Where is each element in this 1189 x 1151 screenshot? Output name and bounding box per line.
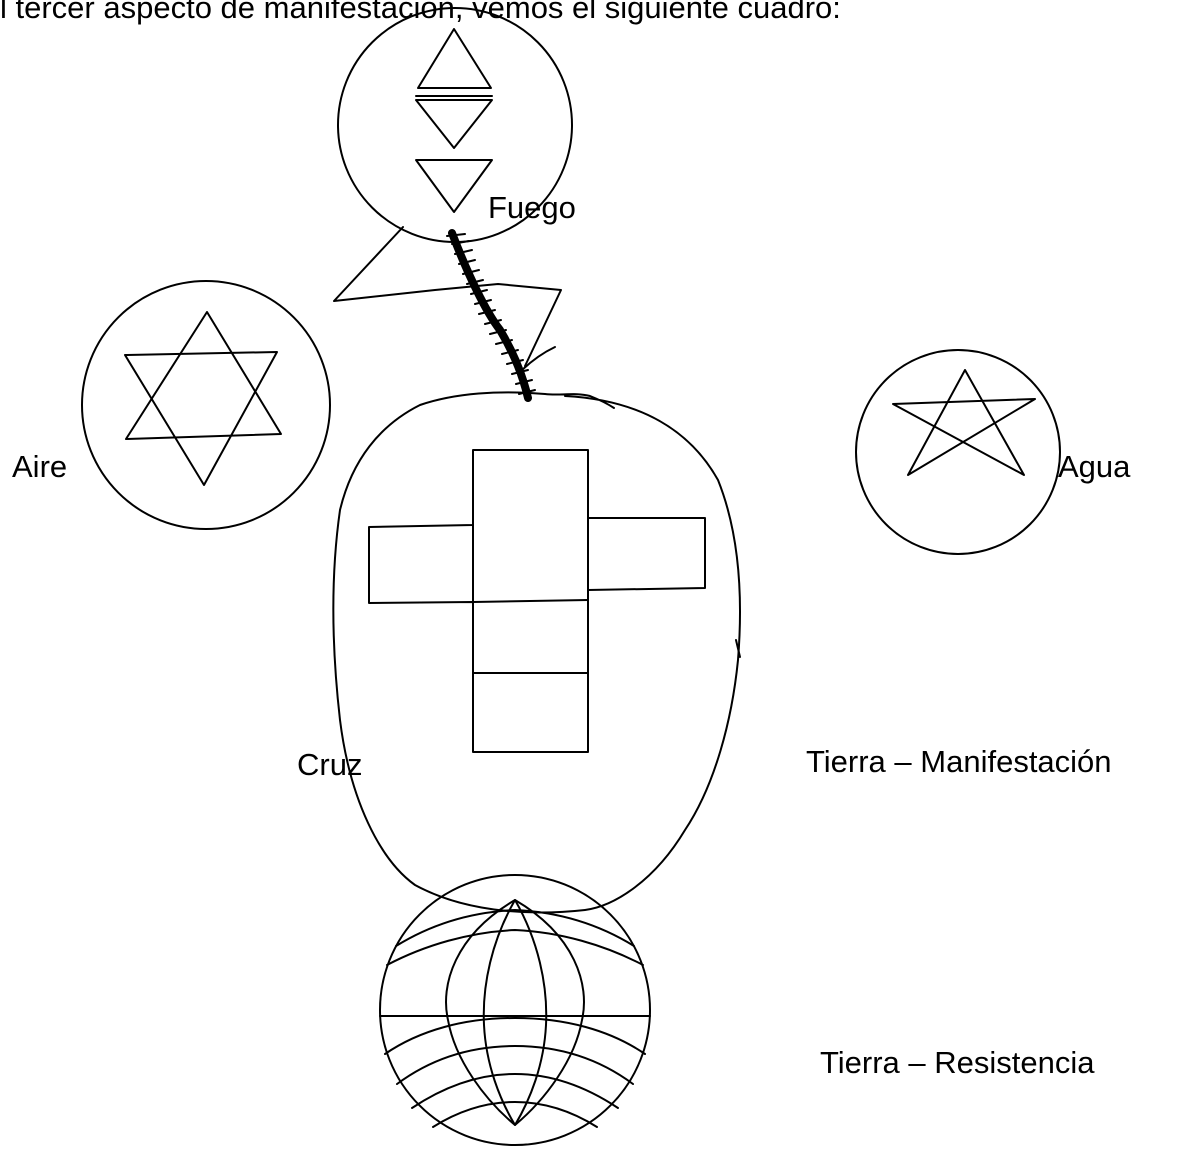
cross-icon bbox=[369, 450, 705, 752]
aire-symbol bbox=[82, 281, 330, 529]
fuego-label: Fuego bbox=[488, 192, 576, 223]
tierra-globe bbox=[380, 875, 650, 1145]
triangles-icon bbox=[416, 29, 492, 212]
tierra-resistencia-label: Tierra – Resistencia bbox=[820, 1047, 1095, 1078]
intro-text: l tercer aspecto de manifestación, vemos… bbox=[0, 0, 841, 23]
aire-circle bbox=[82, 281, 330, 529]
agua-symbol bbox=[856, 350, 1060, 554]
globe-icon bbox=[380, 900, 650, 1127]
aire-label: Aire bbox=[12, 451, 67, 482]
zigzag-connector bbox=[334, 227, 561, 370]
hexagram-icon bbox=[125, 312, 281, 485]
cord-connector bbox=[447, 233, 535, 398]
agua-label: Agua bbox=[1058, 451, 1130, 482]
cruz-egg bbox=[333, 392, 740, 912]
tierra-manifestacion-label: Tierra – Manifestación bbox=[806, 746, 1112, 777]
pentagram-icon bbox=[893, 370, 1035, 475]
agua-circle bbox=[856, 350, 1060, 554]
globe-circle bbox=[380, 875, 650, 1145]
cruz-label: Cruz bbox=[297, 749, 362, 780]
